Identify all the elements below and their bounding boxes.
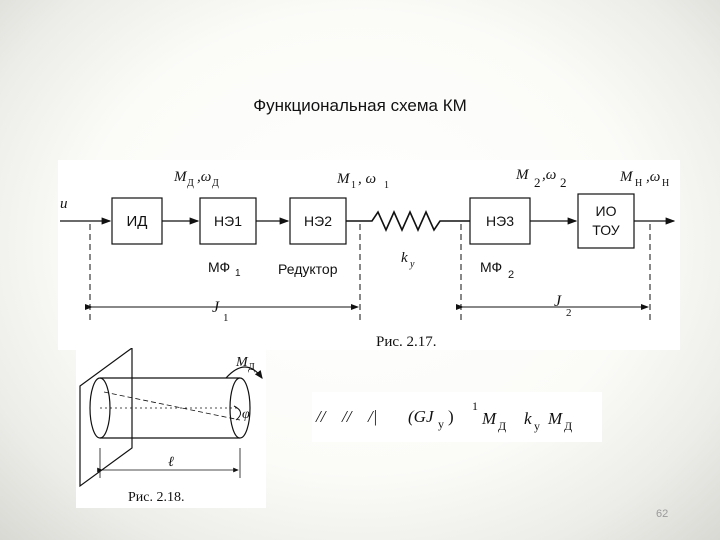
formula-k-sub: у <box>534 419 540 433</box>
signal-motor-label: M Д ,ω Д <box>173 169 219 189</box>
load-m: M <box>619 169 634 185</box>
signal-load-label: M Н ,ω Н <box>619 169 669 189</box>
input-u-label: u <box>60 196 68 212</box>
spring-ky <box>346 210 470 232</box>
block-ne2 <box>289 197 347 245</box>
figure-2-17-panel: M Д ,ω Д M 1 , ω 1 M 2 ,ω 2 M Н ,ω Н u И… <box>58 160 680 350</box>
slide-title: Функциональная схема КМ <box>253 96 467 115</box>
figure-2-18-panel: M Д φ ℓ Рис. 2.18. <box>76 346 266 508</box>
motor-w: ,ω <box>197 169 211 185</box>
formula-m2-sub: Д <box>564 419 572 433</box>
s1-m: M <box>336 171 351 187</box>
load-m-sub: Н <box>635 178 642 189</box>
motor-w-sub: Д <box>212 178 219 189</box>
fig-2-18-caption: Рис. 2.18. <box>128 490 185 505</box>
fig-2-17-caption: Рис. 2.17. <box>376 334 437 350</box>
moment-sub: Д <box>248 362 255 373</box>
formula-glyph-c: /| <box>367 407 377 426</box>
block-ne1 <box>199 197 257 245</box>
formula-k: k <box>524 409 532 428</box>
reducer-label: Редуктор <box>278 261 338 277</box>
angle-label: φ <box>242 407 250 422</box>
s2-w-sub: 2 <box>560 175 567 190</box>
mf2-sub: 2 <box>508 269 514 281</box>
formula-power: 1 <box>472 399 478 413</box>
s1-w-sub: 1 <box>384 180 389 191</box>
page-number: 62 <box>656 508 669 520</box>
mf1-label: МФ <box>208 259 230 275</box>
moment-label: M <box>235 355 249 370</box>
j2-sub: 2 <box>566 307 572 319</box>
s2-m-sub: 2 <box>534 175 541 190</box>
formula-m1: M <box>481 409 497 428</box>
load-w-sub: Н <box>662 178 669 189</box>
block-ne2-label: НЭ2 <box>304 213 332 229</box>
formula-panel: // // /| (GJ у ) 1 M Д k у M Д <box>312 392 602 442</box>
formula-gj: (GJ <box>408 407 435 426</box>
formula-glyph-b: // <box>341 407 354 426</box>
shaft-figure: M Д φ ℓ Рис. 2.18. <box>79 346 263 505</box>
signal-shaft2-label: M 2 ,ω 2 <box>515 167 567 190</box>
s2-m: M <box>515 167 530 183</box>
s2-w: ,ω <box>542 167 556 183</box>
load-w: ,ω <box>646 169 660 185</box>
formula-glyph-a: // <box>315 407 328 426</box>
block-io-label: ИО <box>596 203 617 219</box>
formula: // // /| (GJ у ) 1 M Д k у M Д <box>315 399 572 433</box>
j1-label: J <box>212 299 220 316</box>
j2-label: J <box>554 293 562 310</box>
torque-arrow-icon <box>225 366 263 379</box>
block-id-label: ИД <box>127 213 148 230</box>
motor-m-sub: Д <box>187 178 194 189</box>
block-ne1-label: НЭ1 <box>214 213 242 229</box>
mf1-sub: 1 <box>235 268 241 279</box>
formula-m1-sub: Д <box>498 419 506 433</box>
formula-gj-sub: у <box>438 417 444 431</box>
formula-m2: M <box>547 409 563 428</box>
s1-w: , ω <box>358 171 376 187</box>
block-ne3-label: НЭ3 <box>486 213 514 229</box>
ky-sub: y <box>409 259 415 270</box>
block-tou-label: ТОУ <box>592 222 620 238</box>
length-label: ℓ <box>168 455 174 470</box>
motor-m: M <box>173 169 188 185</box>
signal-shaft1-label: M 1 , ω 1 <box>336 171 389 191</box>
mf2-label: МФ <box>480 259 502 275</box>
ky-label: k <box>401 250 408 266</box>
s1-m-sub: 1 <box>351 180 356 191</box>
j1-sub: 1 <box>223 312 229 324</box>
formula-paren: ) <box>448 407 454 426</box>
angle-arc <box>233 405 241 421</box>
twist-line <box>103 391 241 421</box>
block-ne3 <box>469 197 531 245</box>
block-diagram: M Д ,ω Д M 1 , ω 1 M 2 ,ω 2 M Н ,ω Н u И… <box>60 167 676 350</box>
